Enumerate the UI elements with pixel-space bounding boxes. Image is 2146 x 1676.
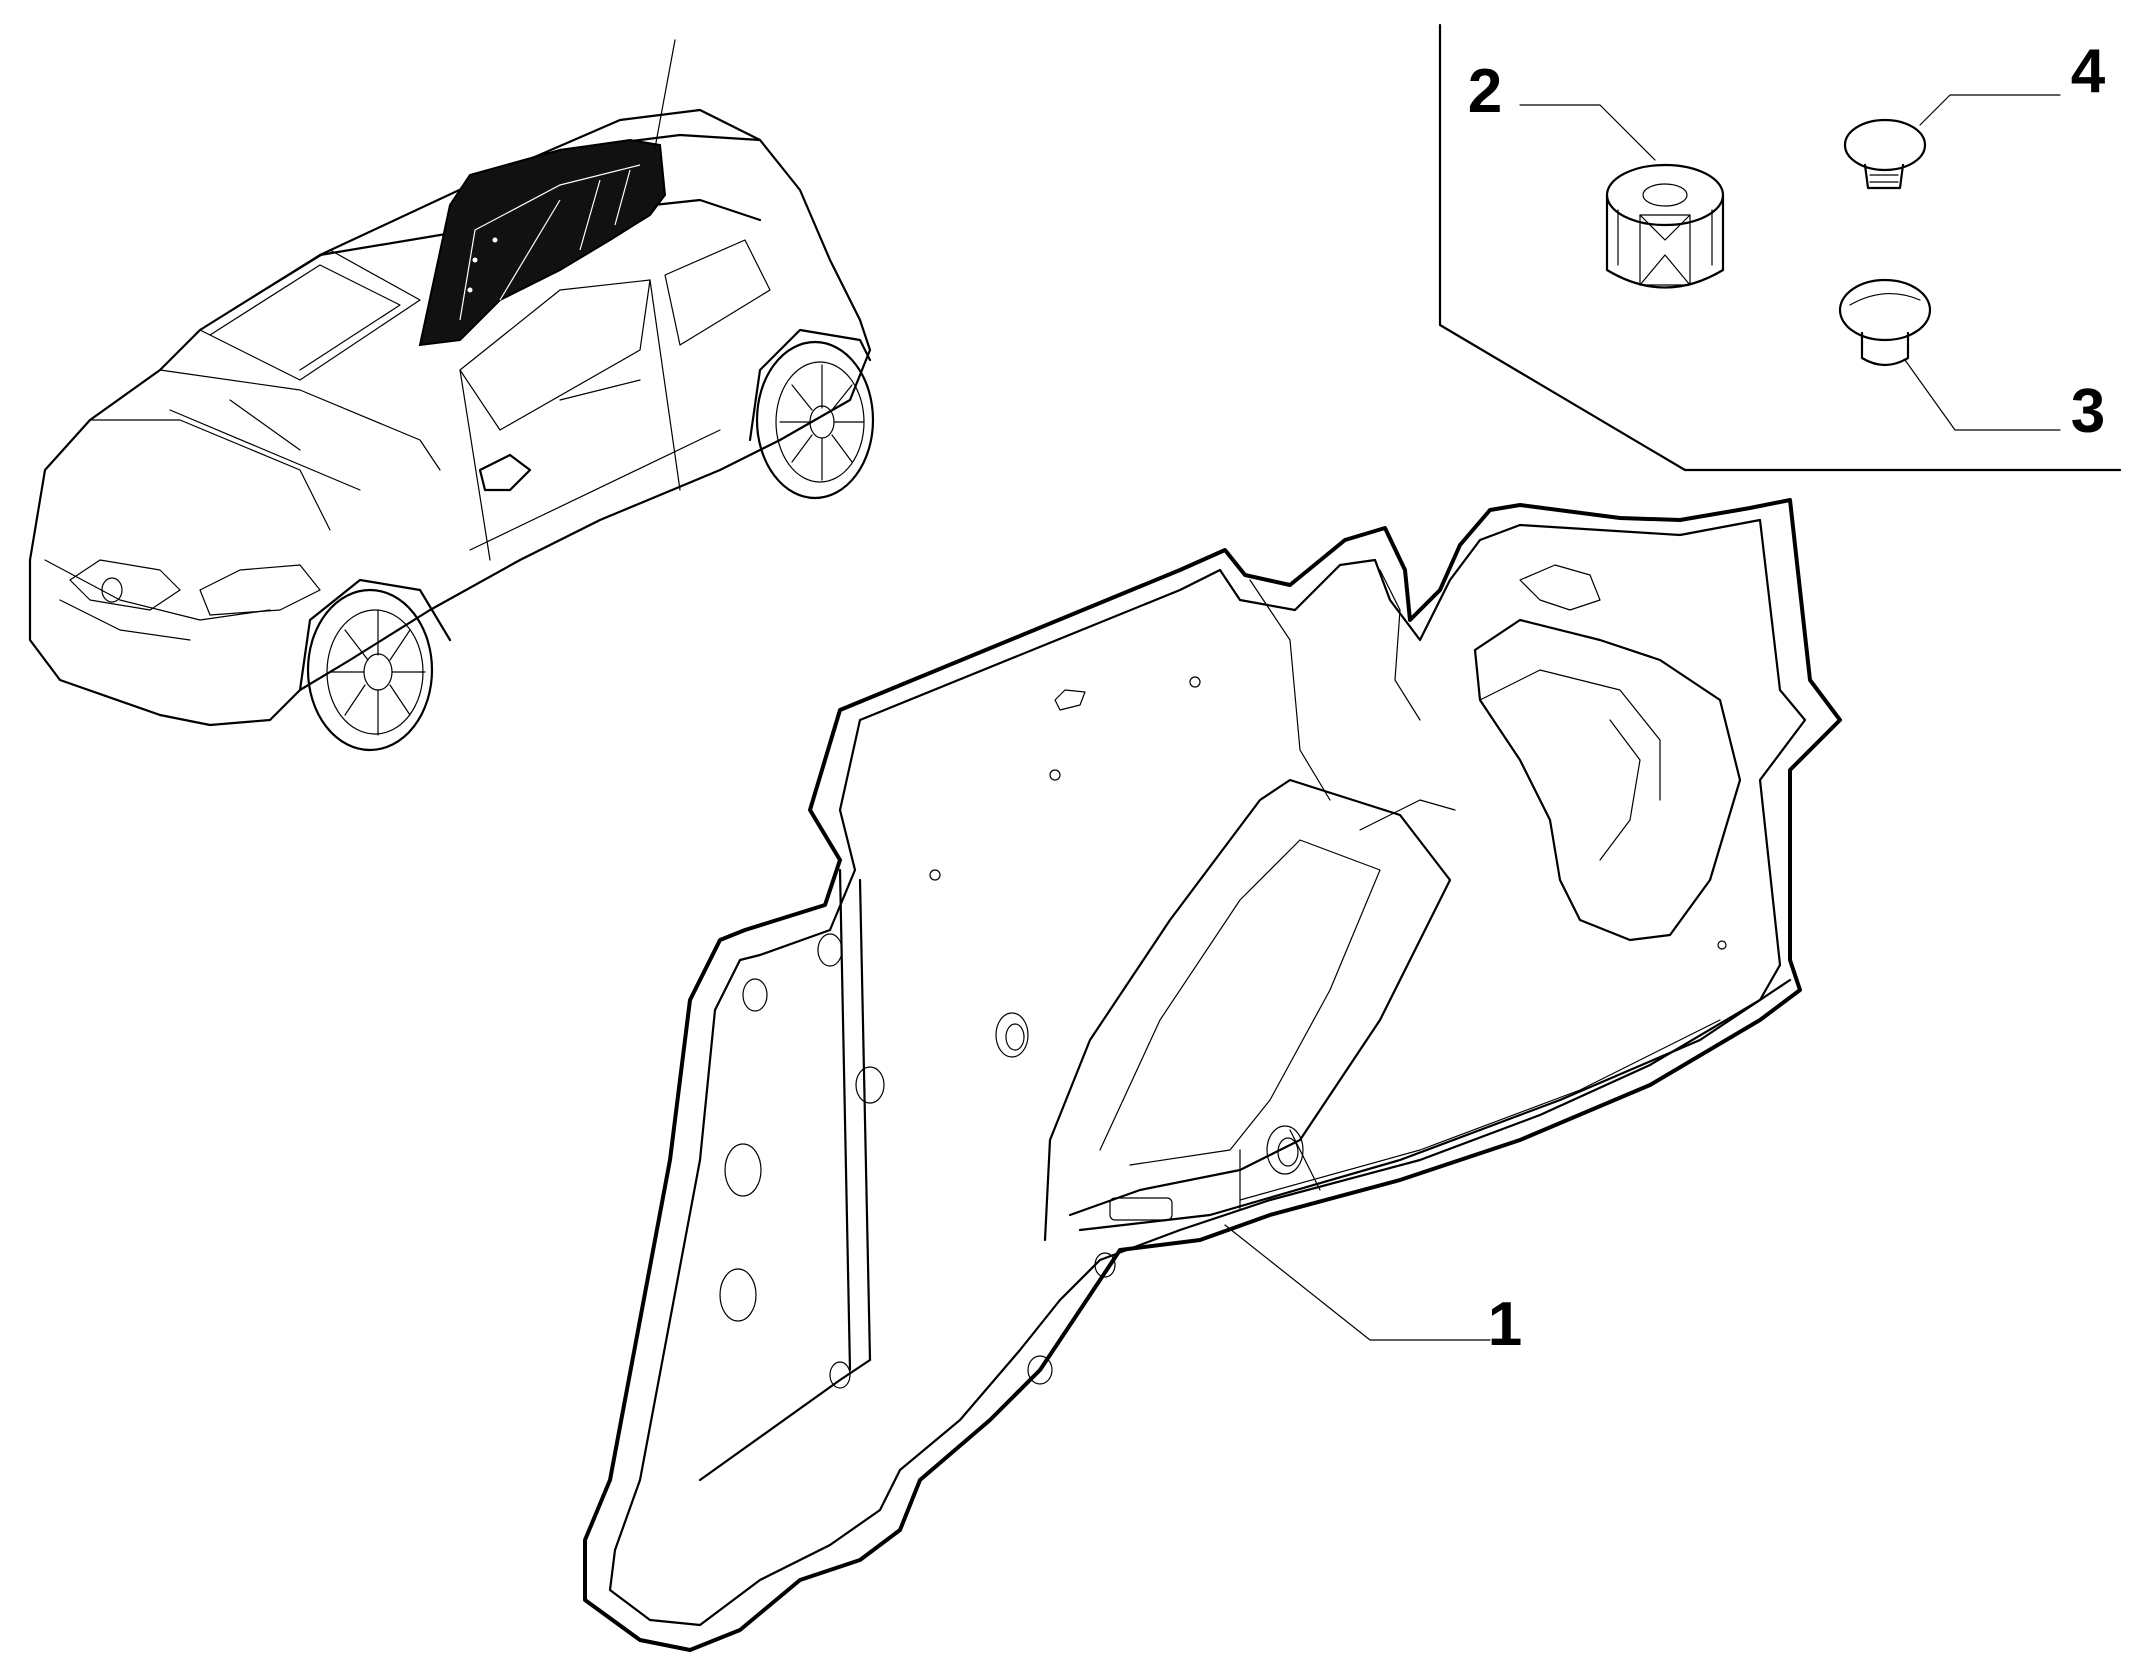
callout-2: 2 [1468,57,1502,126]
rivet-clip-part [1838,278,1932,367]
grommet-part [1605,163,1725,289]
callout-4: 4 [2071,37,2106,106]
callout-1: 1 [1488,1290,1522,1359]
push-clip-part [1843,118,1927,190]
highlighted-trim-panel [418,138,667,347]
callout-3: 3 [2071,377,2105,446]
quarter-trim-panel [583,498,1842,1652]
fasteners-detail-box [1438,23,2122,472]
car-overview-illustration [28,39,875,752]
